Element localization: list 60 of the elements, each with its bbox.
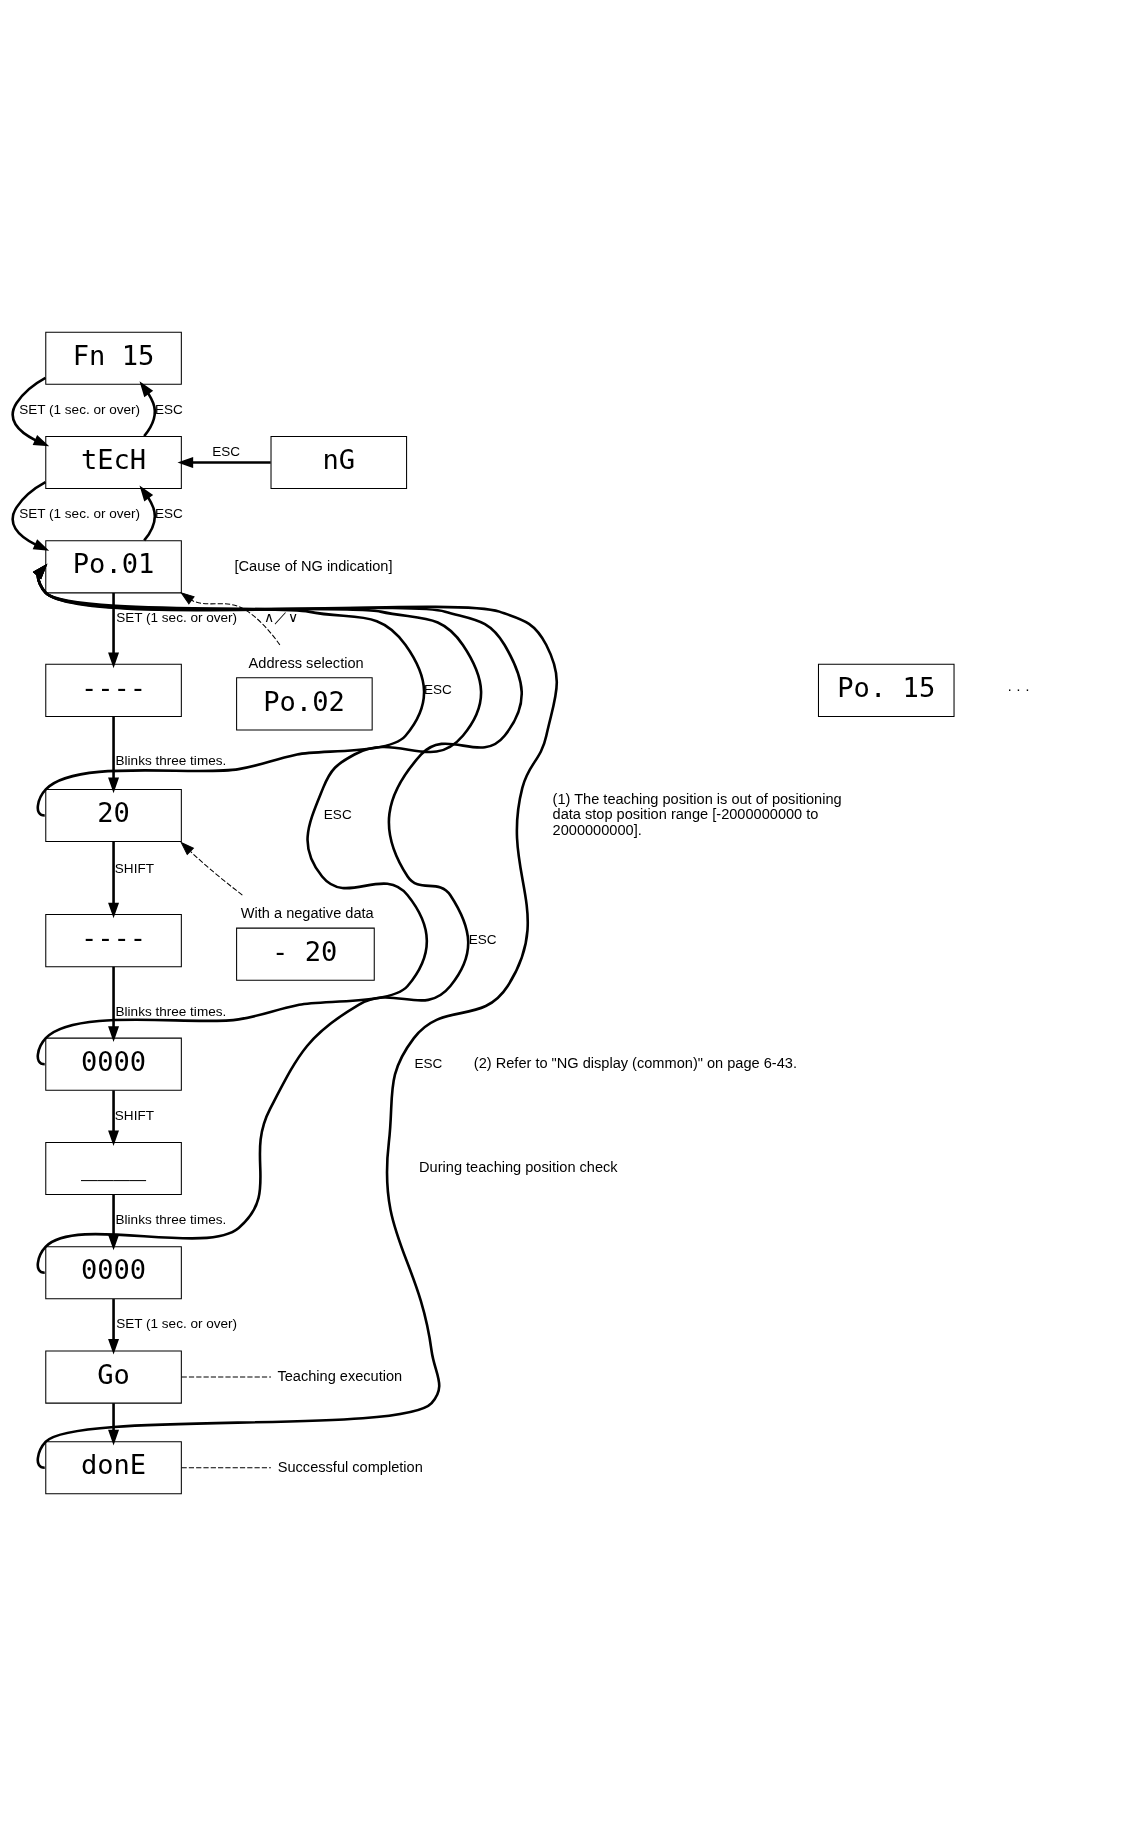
label: · · · xyxy=(1007,680,1030,697)
node-label: With a negative data xyxy=(240,904,374,921)
arrow xyxy=(32,563,523,1273)
arrow xyxy=(108,1194,120,1250)
edge-label: Blinks three times. xyxy=(115,1211,227,1227)
node-box: Po.02 xyxy=(236,676,373,730)
node-box: ---- xyxy=(45,663,182,717)
arrow xyxy=(108,1298,120,1355)
label: During teaching position check xyxy=(419,1158,618,1175)
node-box: ---- xyxy=(45,913,182,967)
connector xyxy=(181,1376,272,1378)
edge-label: ESC xyxy=(414,1055,443,1071)
edge-label: SET (1 sec. or over) xyxy=(19,505,141,521)
edge-label: ESC xyxy=(154,401,183,417)
edge-label: ESC xyxy=(423,681,452,697)
arrow xyxy=(108,1402,120,1445)
node-box: ____ xyxy=(45,1141,182,1195)
node-box: 0000 xyxy=(45,1037,182,1091)
connector xyxy=(181,1466,272,1468)
arrow xyxy=(139,485,157,541)
node-box: Po. 15 xyxy=(817,663,955,717)
node-box: Fn 15 xyxy=(45,331,182,385)
arrow xyxy=(108,1090,120,1146)
arrow xyxy=(11,376,50,446)
arrow xyxy=(177,456,271,468)
arrow xyxy=(32,563,558,1468)
node-box: nG xyxy=(270,435,408,489)
edge-label: ESC xyxy=(323,806,352,822)
edge-label: SHIFT xyxy=(114,860,154,876)
edge-label: ESC xyxy=(212,443,241,459)
node-box: tEcH xyxy=(45,435,182,489)
edge-label: Blinks three times. xyxy=(115,752,227,768)
node-label: Address selection xyxy=(248,654,364,671)
arrow xyxy=(108,841,120,918)
edge-label: SET (1 sec. or over) xyxy=(116,609,238,625)
arrow xyxy=(108,592,120,668)
label: [Cause of NG indication] xyxy=(234,557,393,574)
edge-label: ∧／∨ xyxy=(263,609,298,625)
edge-label: SET (1 sec. or over) xyxy=(116,1315,238,1331)
node-text: Successful completion xyxy=(277,1458,423,1475)
node-box: Po.01 xyxy=(45,539,182,593)
arrow xyxy=(180,591,281,645)
node-box: 20 xyxy=(45,788,182,842)
arrow xyxy=(139,380,157,437)
arrow xyxy=(108,966,120,1042)
arrow xyxy=(108,716,120,793)
edge-label: ESC xyxy=(154,505,183,521)
node-box: 0000 xyxy=(45,1245,182,1299)
arrow xyxy=(180,841,243,896)
label: (2) Refer to "NG display (common)" on page 6-43. xyxy=(473,1054,797,1071)
edge-label: ESC xyxy=(468,931,497,947)
node-box: Go xyxy=(45,1349,182,1404)
arrow xyxy=(11,480,50,551)
edge-label: Blinks three times. xyxy=(115,1003,227,1019)
node-box: - 20 xyxy=(236,927,375,981)
edge-label: SHIFT xyxy=(114,1107,154,1123)
edge-label: SET (1 sec. or over) xyxy=(19,401,141,417)
node-box: donE xyxy=(45,1440,182,1494)
label: (1) The teaching position is out of positioning data stop position range [-2000000000 to 2000000000]. xyxy=(552,790,842,838)
node-text: Teaching execution xyxy=(277,1367,403,1384)
